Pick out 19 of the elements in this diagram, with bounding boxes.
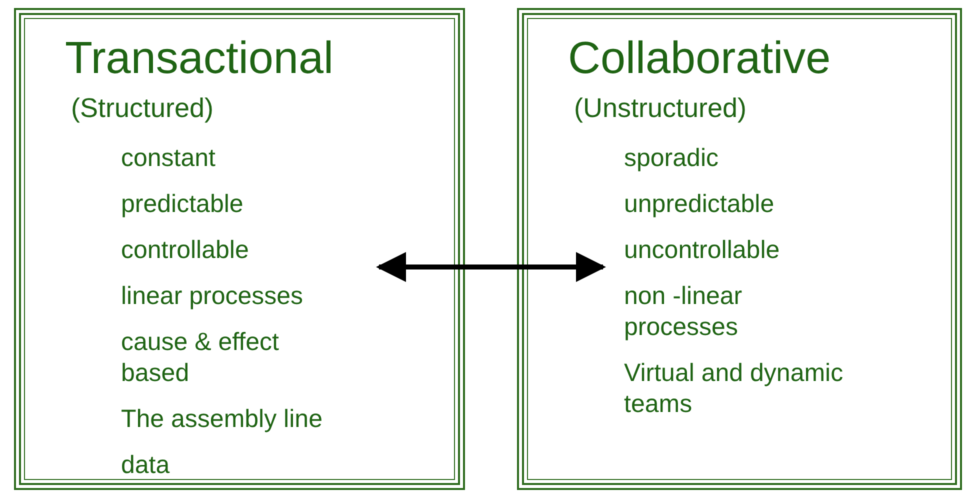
list-item: Virtual and dynamic teams xyxy=(624,358,844,420)
list-item: controllable xyxy=(121,235,250,266)
list-item: data xyxy=(121,450,171,481)
list-item: The assembly line xyxy=(121,404,324,435)
list-item: non -linear processes xyxy=(624,281,744,343)
panel-title: Transactional xyxy=(65,35,334,80)
list-item: sporadic xyxy=(624,143,720,174)
panel-title: Collaborative xyxy=(568,35,831,80)
panel-subtitle: (Unstructured) xyxy=(574,95,747,122)
list-item: linear processes xyxy=(121,281,304,312)
list-item: predictable xyxy=(121,189,244,220)
list-item: uncontrollable xyxy=(624,235,781,266)
text-panel xyxy=(517,8,962,490)
list-item: cause & effect based xyxy=(121,327,280,389)
panel-subtitle: (Structured) xyxy=(71,95,214,122)
double-headed-arrow xyxy=(376,252,606,282)
list-item: constant xyxy=(121,143,217,174)
list-item: unpredictable xyxy=(624,189,776,220)
text-panel xyxy=(14,8,465,490)
